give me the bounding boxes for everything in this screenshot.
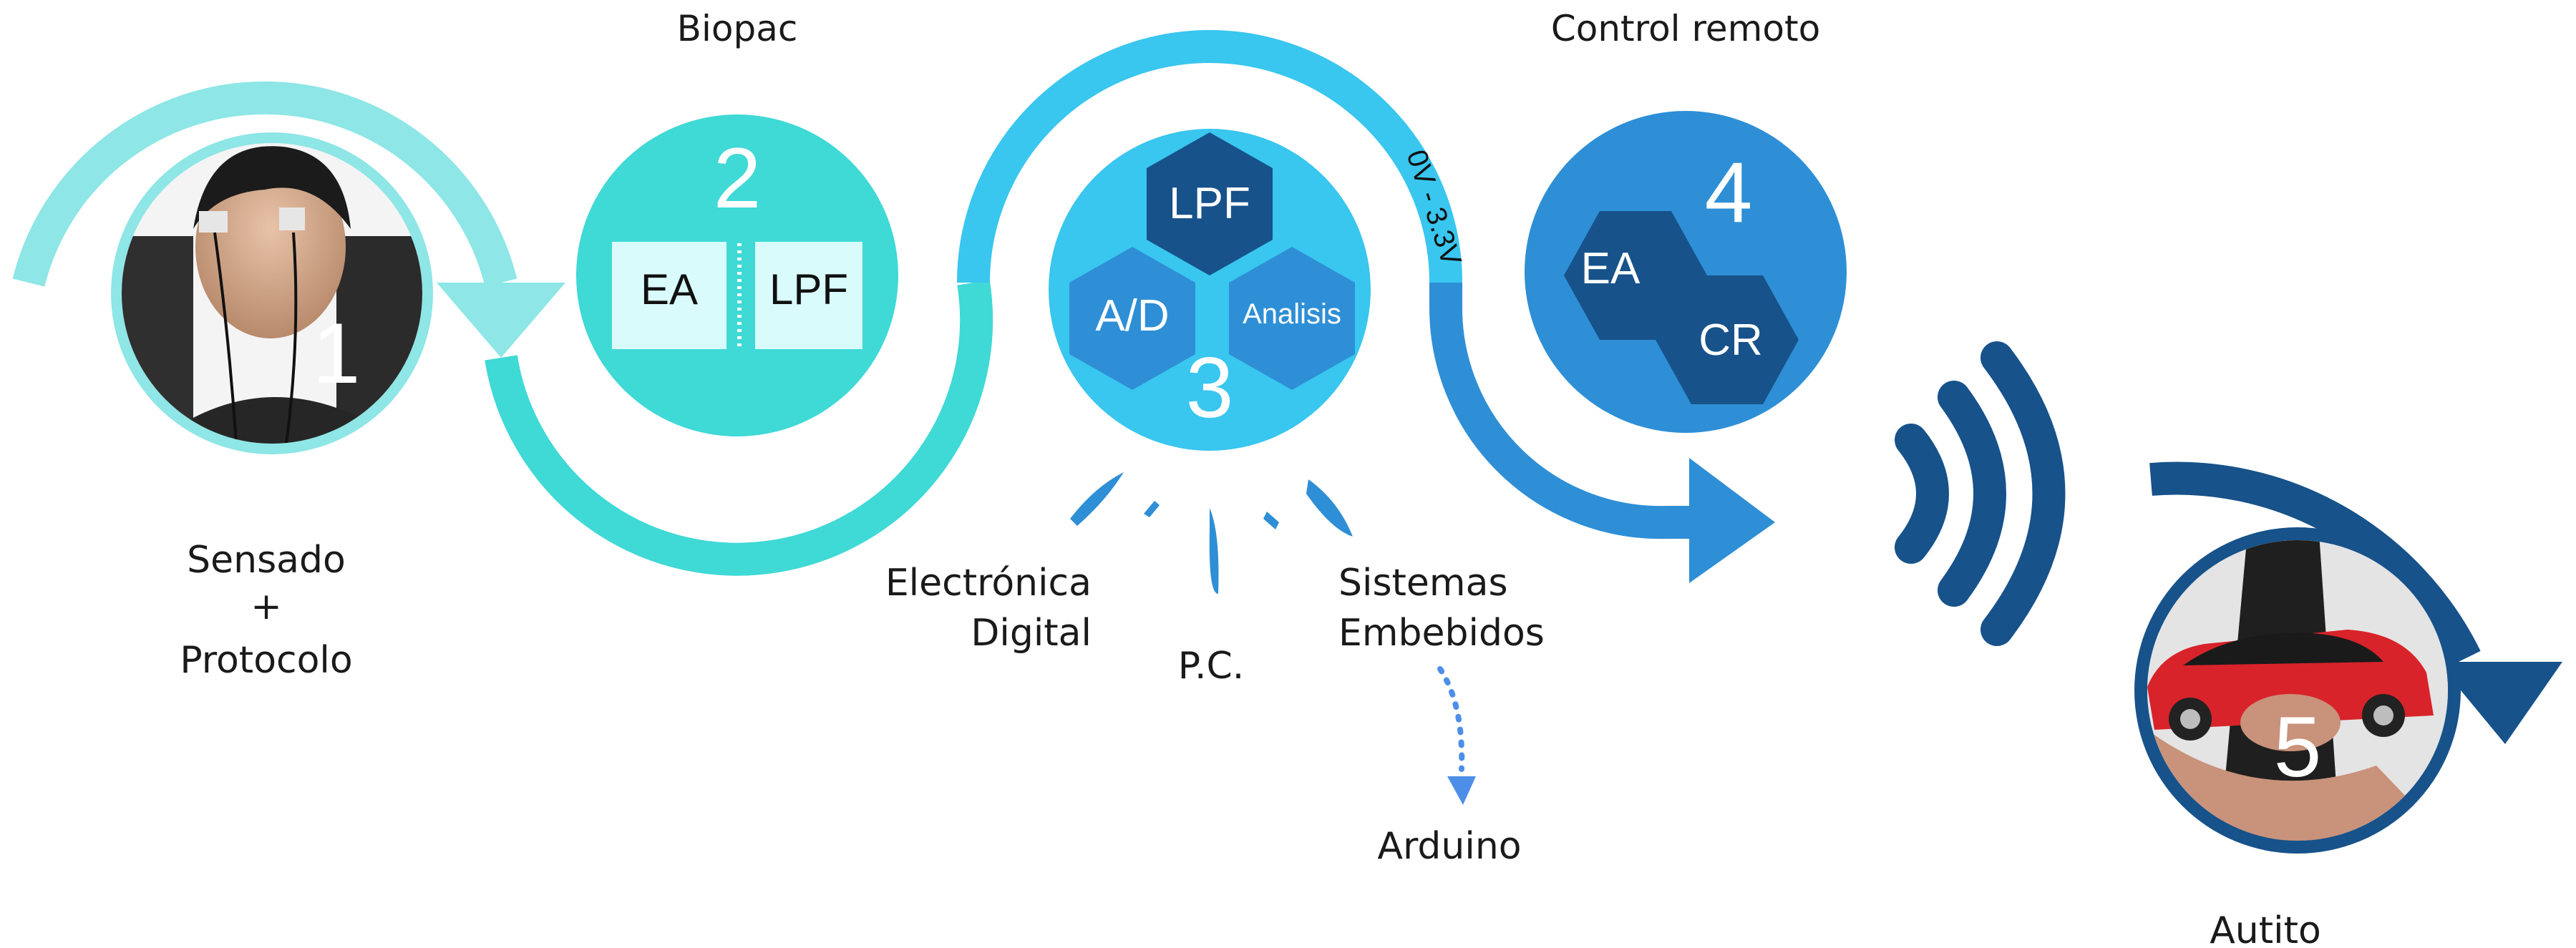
box-ea-label: EA: [641, 265, 698, 313]
box-ea: [612, 242, 726, 349]
step-1-label-line-2: +: [251, 585, 282, 628]
step-1-label-line-3: Protocolo: [180, 639, 352, 682]
box-lpf-label: LPF: [769, 265, 848, 313]
hex-ad: [1069, 247, 1195, 390]
branch-label-electronica: Electrónica: [885, 562, 1092, 605]
arduino-connector: [1437, 666, 1465, 772]
step-5: 5 Autito: [2134, 527, 2461, 948]
sub-label-arduino: Arduino: [1377, 825, 1521, 868]
hex-ea: [1564, 211, 1707, 340]
step-5-label: Autito: [2210, 909, 2321, 948]
branch-label-sistemas: Sistemas: [1338, 562, 1508, 605]
signal-voltage-label: 0V - 3.3V: [1400, 146, 1467, 269]
hex-analisis-label: Analisis: [1243, 298, 1341, 330]
arrow-icon: [1689, 458, 1775, 583]
wireless-signal-icon: [1895, 341, 2066, 646]
flow-arc-4: [1429, 283, 1703, 539]
step-3: LPF A/D Analisis 3 Electrónica Digital P…: [885, 129, 1545, 868]
box-lpf: [755, 242, 862, 349]
hand-holding-red-toy-car-photo: [2147, 540, 2448, 841]
step-number-2: 2: [714, 130, 762, 226]
arrow-icon: [2437, 662, 2562, 744]
step-number-3: 3: [1186, 340, 1234, 436]
hex-lpf: [1147, 132, 1273, 275]
step-2-title: Biopac: [677, 8, 798, 49]
step-4-title: Control remoto: [1551, 8, 1820, 49]
branch-label-digital: Digital: [971, 612, 1092, 655]
branch-rays: [1070, 472, 1353, 594]
step-2: Biopac 2 EA LPF: [576, 8, 898, 436]
hex-analisis: [1229, 247, 1355, 390]
person-with-electrode-sensors-photo: [122, 143, 422, 444]
arrow-icon: [437, 283, 565, 358]
step-1: 1: [111, 132, 433, 454]
branch-label-pc: P.C.: [1178, 645, 1245, 688]
step-number-1: 1: [313, 306, 361, 401]
arrow-icon: [1447, 776, 1476, 805]
flow-arc-3: [957, 30, 1462, 283]
step-4: Control remoto 4 EA CR: [1525, 8, 1847, 433]
step-1-label: Sensado + Protocolo: [180, 539, 352, 682]
flow-arc-1: [12, 81, 517, 287]
hex-cr: [1656, 275, 1799, 404]
hex-lpf-label: LPF: [1169, 179, 1250, 228]
hex-ad-label: A/D: [1095, 291, 1169, 341]
step-number-4: 4: [1705, 145, 1753, 240]
flow-arc-2: [485, 280, 993, 576]
step-number-5: 5: [2274, 699, 2322, 795]
hex-cr-label: CR: [1698, 316, 1763, 365]
hex-ea-label: EA: [1581, 244, 1641, 293]
step-1-label-line-1: Sensado: [187, 539, 346, 582]
branch-label-embebidos: Embebidos: [1338, 612, 1545, 655]
